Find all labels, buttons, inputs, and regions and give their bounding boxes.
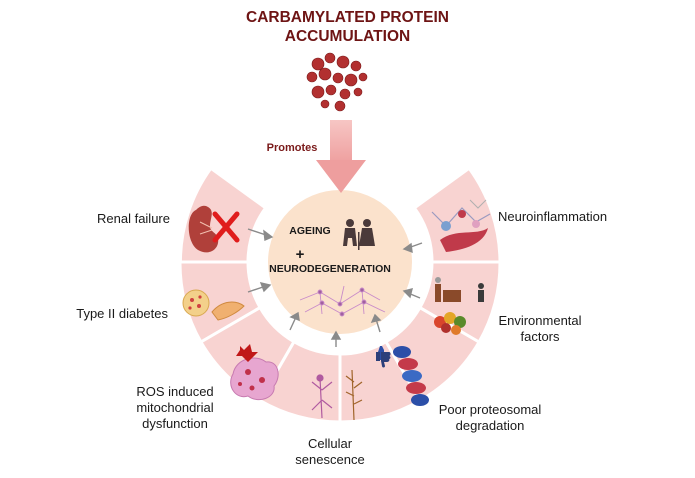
- label-neuroinflammation: Neuroinflammation: [498, 209, 608, 224]
- factory-icon: [435, 277, 484, 302]
- label-senescence-line-2: senescence: [295, 452, 365, 467]
- label-type2-diabetes: Type II diabetes: [76, 306, 168, 321]
- label-senescence-line-1: Cellular: [307, 436, 353, 451]
- title-line-1: CARBAMYLATED PROTEIN: [246, 9, 449, 26]
- pancreas-icon: [182, 289, 245, 321]
- label-ros-line-2: mitochondrial: [136, 400, 214, 415]
- label-ros-line-1: ROS induced: [136, 384, 214, 399]
- label-ros-line-3: dysfunction: [142, 416, 208, 431]
- label-senescence: Cellular senescence: [280, 436, 380, 468]
- senescent-neuron-icon: [311, 369, 363, 421]
- neuroinflammation-icon: [431, 199, 491, 252]
- carbamylated-protein-icon: [306, 52, 368, 112]
- diagram-title: CARBAMYLATED PROTEIN ACCUMULATION: [0, 8, 695, 46]
- thumbs-down-icon: [376, 352, 391, 368]
- promotes-arrow: [316, 120, 366, 193]
- food-icon: [434, 312, 466, 335]
- ros-cell-icon: [230, 344, 279, 401]
- promotes-label: Promotes: [266, 142, 318, 154]
- title-line-2: ACCUMULATION: [284, 28, 411, 45]
- elderly-couple-icon: [343, 219, 375, 250]
- label-proteasome: Poor proteosomal degradation: [420, 402, 560, 434]
- center-label-ageing: AGEING: [289, 225, 331, 237]
- label-renal-failure: Renal failure: [97, 211, 170, 226]
- label-proteasome-line-1: Poor proteosomal: [438, 402, 542, 417]
- label-environment-line-2: factors: [520, 329, 560, 344]
- neuron-network-icon: [299, 285, 386, 317]
- label-environment: Environmental factors: [485, 313, 595, 345]
- inward-arrows: [247, 228, 423, 347]
- label-proteasome-line-2: degradation: [455, 418, 525, 433]
- center-label-plus: +: [295, 246, 305, 263]
- center-label-neurodegeneration: NEURODEGENERATION: [269, 263, 391, 275]
- label-environment-line-1: Environmental: [498, 313, 582, 328]
- label-ros: ROS induced mitochondrial dysfunction: [120, 384, 230, 432]
- kidney-icon: [188, 205, 219, 253]
- proteasome-icon: [378, 346, 429, 406]
- cross-icon: [212, 211, 240, 243]
